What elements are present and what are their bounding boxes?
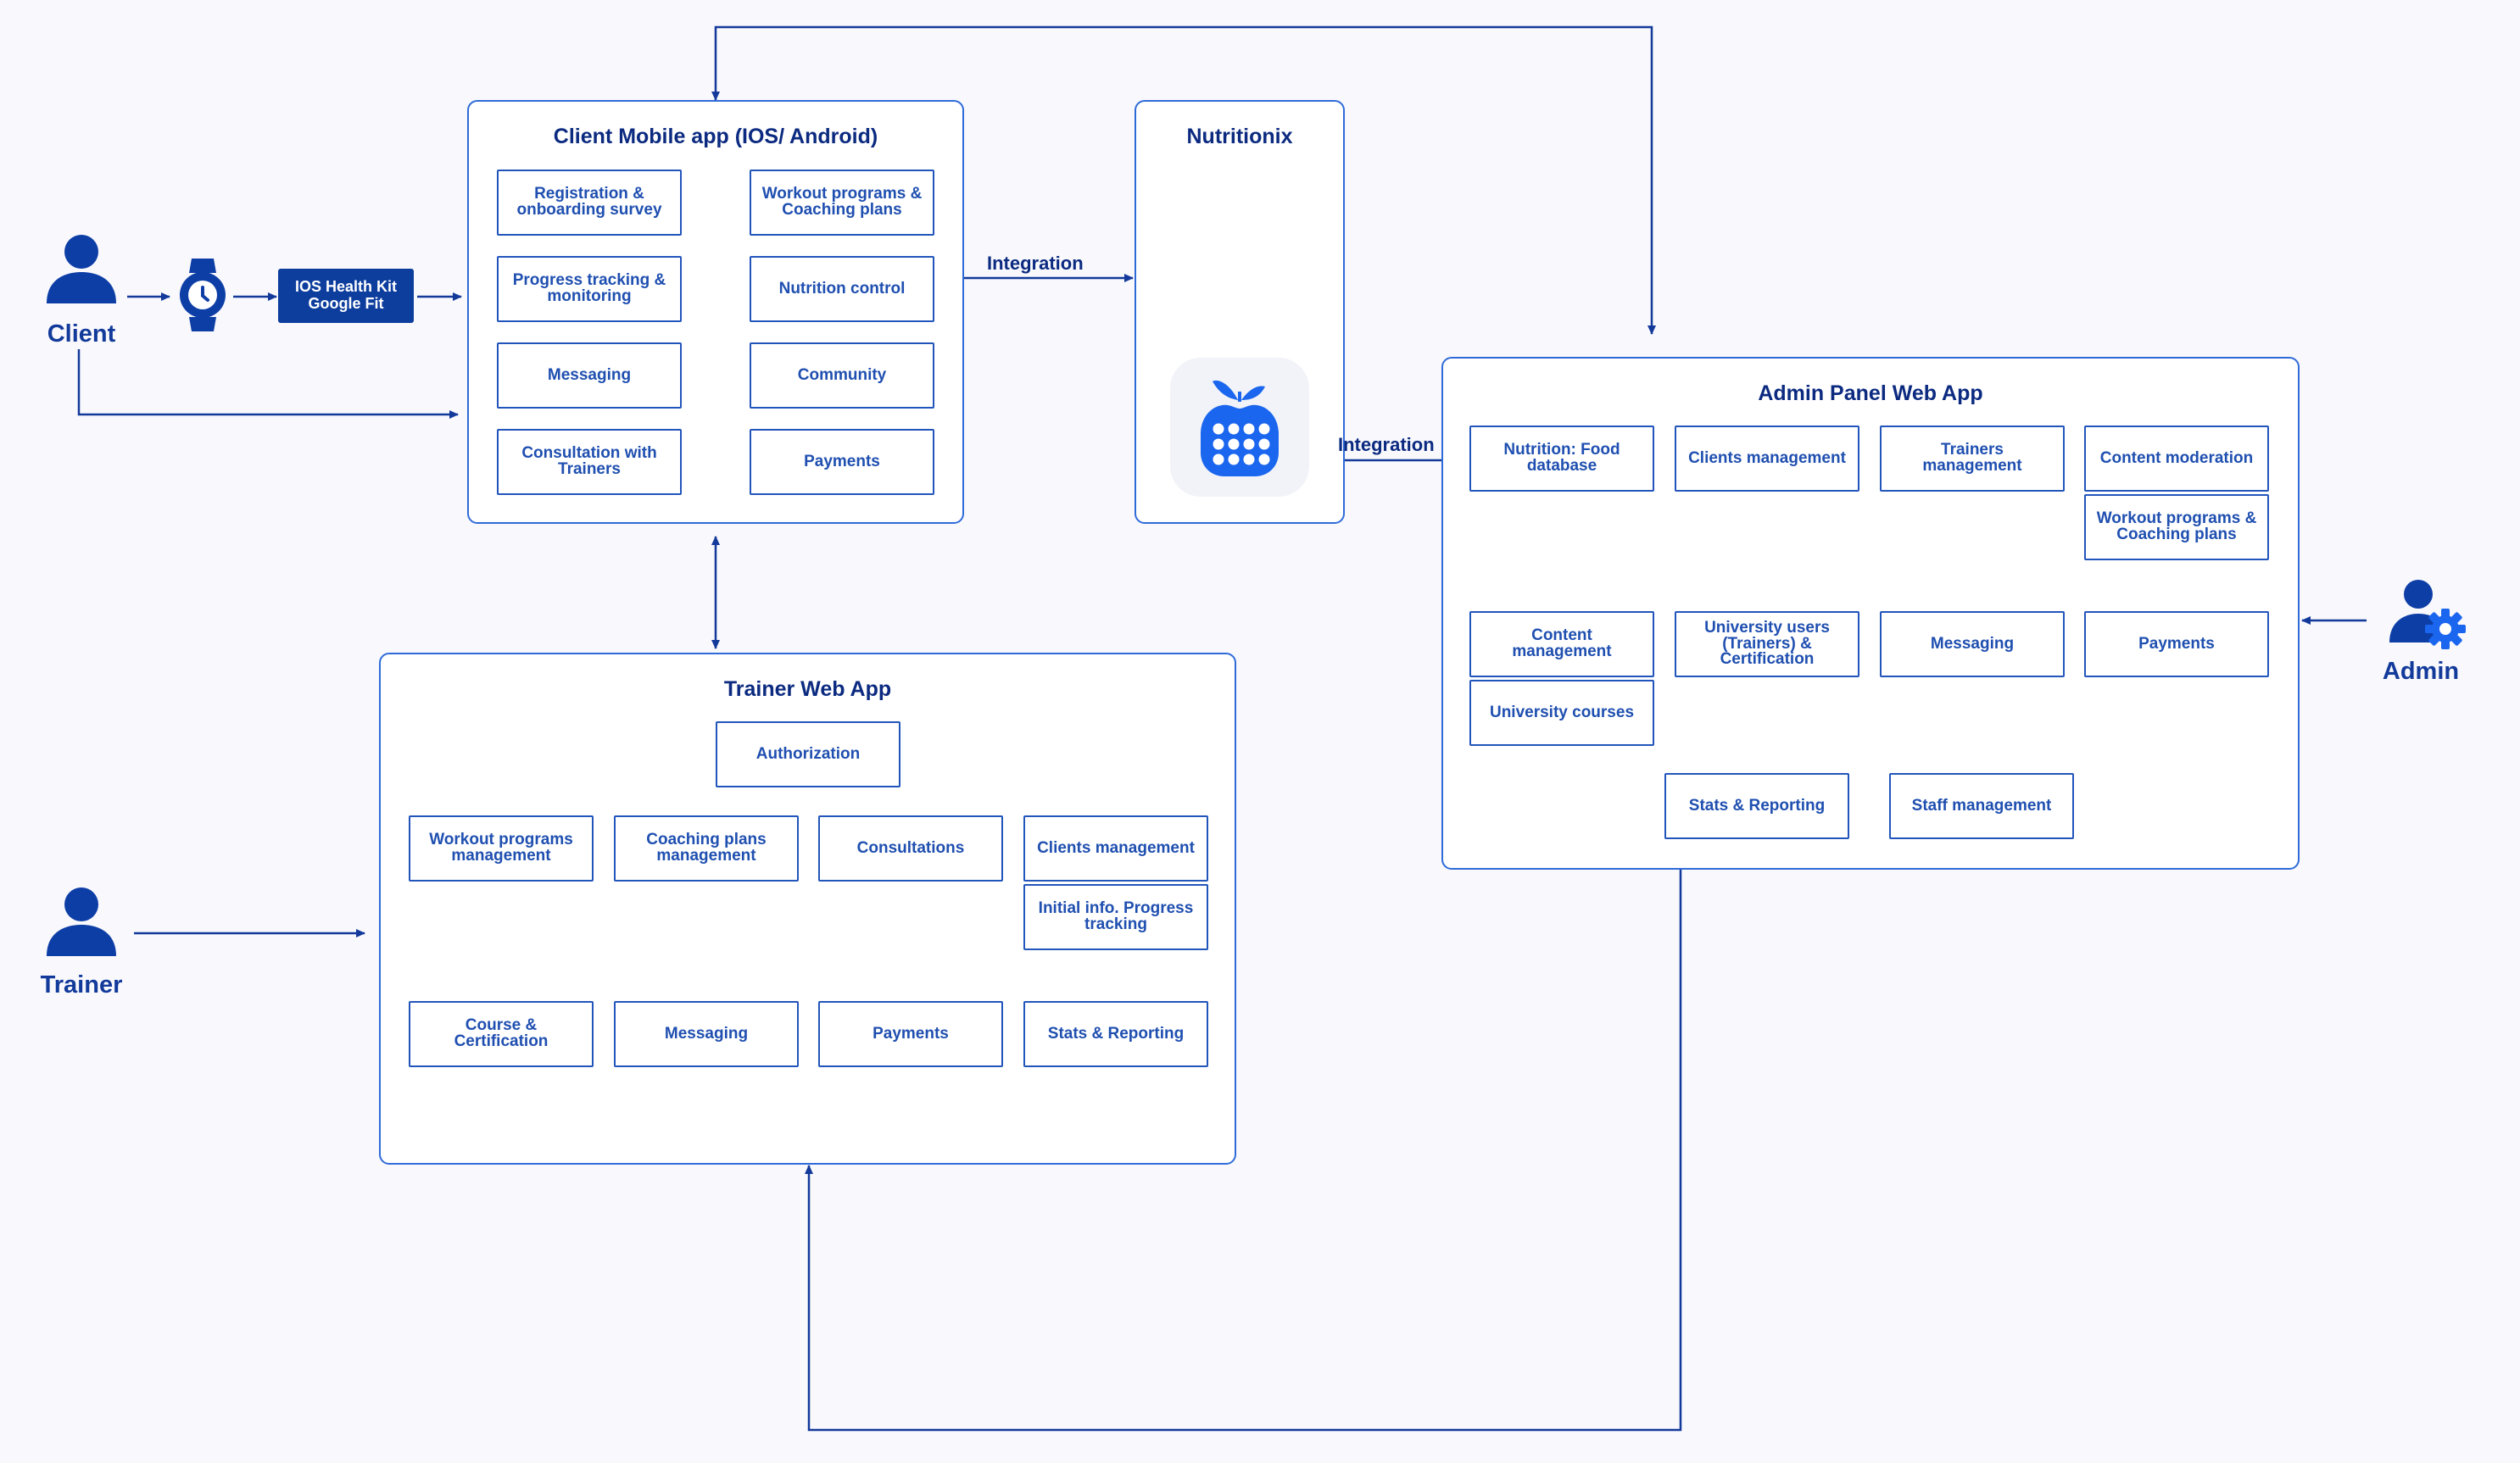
nutritionix-logo-icon bbox=[1201, 380, 1279, 476]
nutritionix-panel: Nutritionix bbox=[1135, 100, 1345, 524]
integration-label-admin: Integration bbox=[1338, 434, 1435, 455]
admin-app-title: Admin Panel Web App bbox=[1758, 381, 1983, 405]
admin-module-content-management[interactable]: Content management bbox=[1469, 611, 1654, 677]
smartwatch-icon bbox=[180, 259, 226, 331]
trainer-module-payments[interactable]: Payments bbox=[818, 1001, 1003, 1067]
admin-module-workout-programs[interactable]: Workout programs & Coaching plans bbox=[2084, 494, 2269, 560]
user-icon bbox=[47, 887, 116, 956]
client-app-to-admin-arrow bbox=[711, 25, 1656, 335]
trainer-module-messaging[interactable]: Messaging bbox=[614, 1001, 799, 1067]
admin-module-stats-reporting[interactable]: Stats & Reporting bbox=[1664, 773, 1849, 839]
trainer-label: Trainer bbox=[40, 971, 123, 999]
admin-module-university-courses[interactable]: University courses bbox=[1469, 680, 1654, 746]
admin-module-staff-management[interactable]: Staff management bbox=[1889, 773, 2074, 839]
admin-actor: Admin bbox=[2366, 566, 2476, 693]
trainer-module-course-certification[interactable]: Course & Certification bbox=[409, 1001, 594, 1067]
trainer-module-clients-management[interactable]: Clients management bbox=[1023, 815, 1208, 882]
trainer-actor: Trainer bbox=[34, 882, 129, 1009]
client-label: Client bbox=[47, 320, 116, 348]
admin-module-payments[interactable]: Payments bbox=[2084, 611, 2269, 677]
trainer-module-coaching-plans[interactable]: Coaching plans management bbox=[614, 815, 799, 882]
admin-module-messaging[interactable]: Messaging bbox=[1880, 611, 2065, 677]
admin-label: Admin bbox=[2382, 658, 2460, 685]
client-module-progress-tracking[interactable]: Progress tracking & monitoring bbox=[497, 256, 682, 322]
client-module-community[interactable]: Community bbox=[750, 342, 934, 409]
user-gear-icon bbox=[2389, 580, 2466, 649]
client-module-payments[interactable]: Payments bbox=[750, 429, 934, 495]
integration-label-client: Integration bbox=[987, 253, 1084, 274]
admin-module-university-users[interactable]: University users (Trainers) & Certificat… bbox=[1675, 611, 1859, 677]
admin-module-trainers-management[interactable]: Trainers management bbox=[1880, 426, 2065, 492]
health-kit-line1: IOS Health Kit bbox=[294, 278, 397, 296]
health-kit-badge: IOS Health Kit Google Fit bbox=[278, 269, 414, 323]
client-to-client-app-arrow bbox=[77, 349, 459, 419]
health-kit-line2: Google Fit bbox=[308, 295, 384, 312]
trainer-module-stats-reporting[interactable]: Stats & Reporting bbox=[1023, 1001, 1208, 1067]
client-module-messaging[interactable]: Messaging bbox=[497, 342, 682, 409]
trainer-module-workout-programs[interactable]: Workout programs management bbox=[409, 815, 594, 882]
trainer-app-title: Trainer Web App bbox=[723, 677, 892, 701]
admin-module-nutrition-food-db[interactable]: Nutrition: Food database bbox=[1469, 426, 1654, 492]
client-app-title: Client Mobile app (IOS/ Android) bbox=[553, 125, 878, 148]
client-module-workout-programs[interactable]: Workout programs & Coaching plans bbox=[750, 170, 934, 236]
admin-app-to-trainer-app-arrow bbox=[805, 869, 1682, 1432]
client-module-nutrition-control[interactable]: Nutrition control bbox=[750, 256, 934, 322]
trainer-module-progress-tracking[interactable]: Initial info. Progress tracking bbox=[1023, 884, 1208, 950]
nutritionix-logo bbox=[1170, 358, 1309, 497]
trainer-module-consultations[interactable]: Consultations bbox=[818, 815, 1003, 882]
smartwatch bbox=[178, 256, 227, 334]
trainer-module-authorization[interactable]: Authorization bbox=[716, 721, 900, 787]
admin-module-clients-management[interactable]: Clients management bbox=[1675, 426, 1859, 492]
client-module-registration[interactable]: Registration & onboarding survey bbox=[497, 170, 682, 236]
client-actor: Client bbox=[34, 229, 129, 356]
user-icon bbox=[47, 235, 116, 303]
nutritionix-title: Nutritionix bbox=[1186, 125, 1293, 148]
admin-module-content-moderation[interactable]: Content moderation bbox=[2084, 426, 2269, 492]
client-module-consultation[interactable]: Consultation with Trainers bbox=[497, 429, 682, 495]
